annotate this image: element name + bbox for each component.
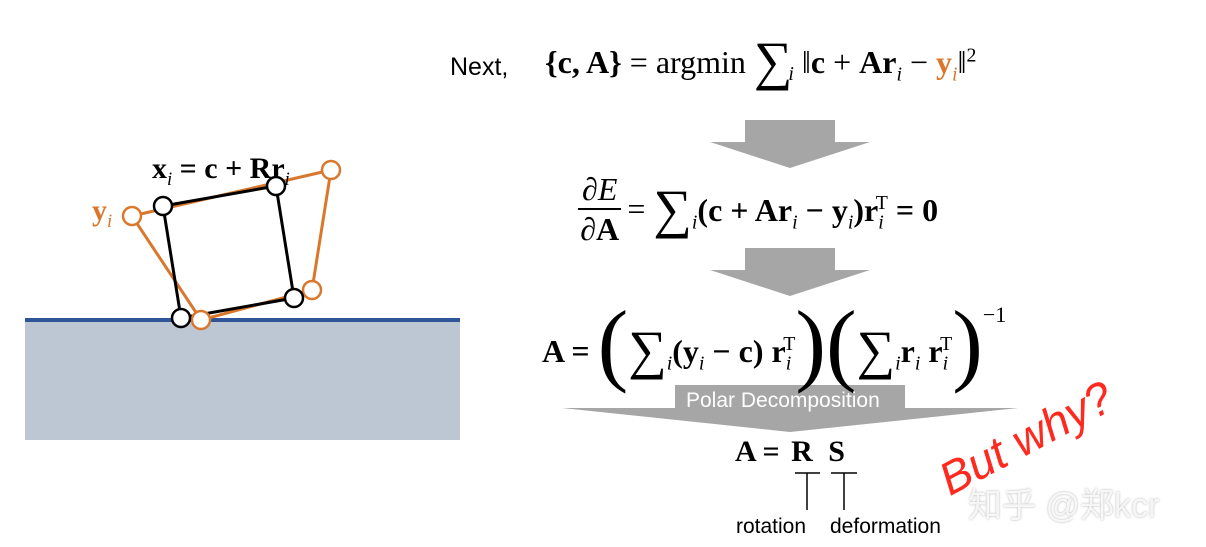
point-x-4 — [170, 307, 192, 329]
y-label: yi — [92, 194, 113, 232]
point-x-1 — [152, 195, 174, 217]
polar-equation: A = R S — [735, 435, 845, 468]
watermark: 知乎 @郑kcr — [968, 487, 1160, 525]
sum-symbol: ∑ — [753, 31, 793, 91]
objective-equation: {c, A} = argmin ∑i ‖c + Ari − yi‖2 — [545, 31, 977, 91]
point-x-2 — [265, 175, 287, 197]
x-equation: xi = c + Rri — [152, 152, 290, 190]
target-point-3 — [301, 279, 323, 301]
polar-decomposition-label: Polar Decomposition — [686, 389, 880, 412]
point-x-3 — [283, 287, 305, 309]
derivative-equation: ∂E ∂A = ∑i(c + Ari − yi)riT = 0 — [578, 170, 938, 248]
deformation-label: deformation — [830, 515, 941, 538]
target-point-4 — [190, 309, 212, 331]
target-point-1 — [121, 205, 143, 227]
down-arrow-1 — [710, 120, 870, 168]
derivative-fraction: ∂E ∂A — [578, 170, 622, 248]
down-arrow-2 — [710, 248, 870, 296]
rotation-label: rotation — [736, 515, 807, 538]
polar-arrow — [562, 385, 1018, 432]
solution-equation: A = (∑i(yi − c) riT)(∑iri riT)−1 — [542, 292, 1007, 394]
ground-block — [25, 320, 460, 440]
target-point-2 — [320, 159, 342, 181]
next-label: Next, — [450, 53, 509, 81]
